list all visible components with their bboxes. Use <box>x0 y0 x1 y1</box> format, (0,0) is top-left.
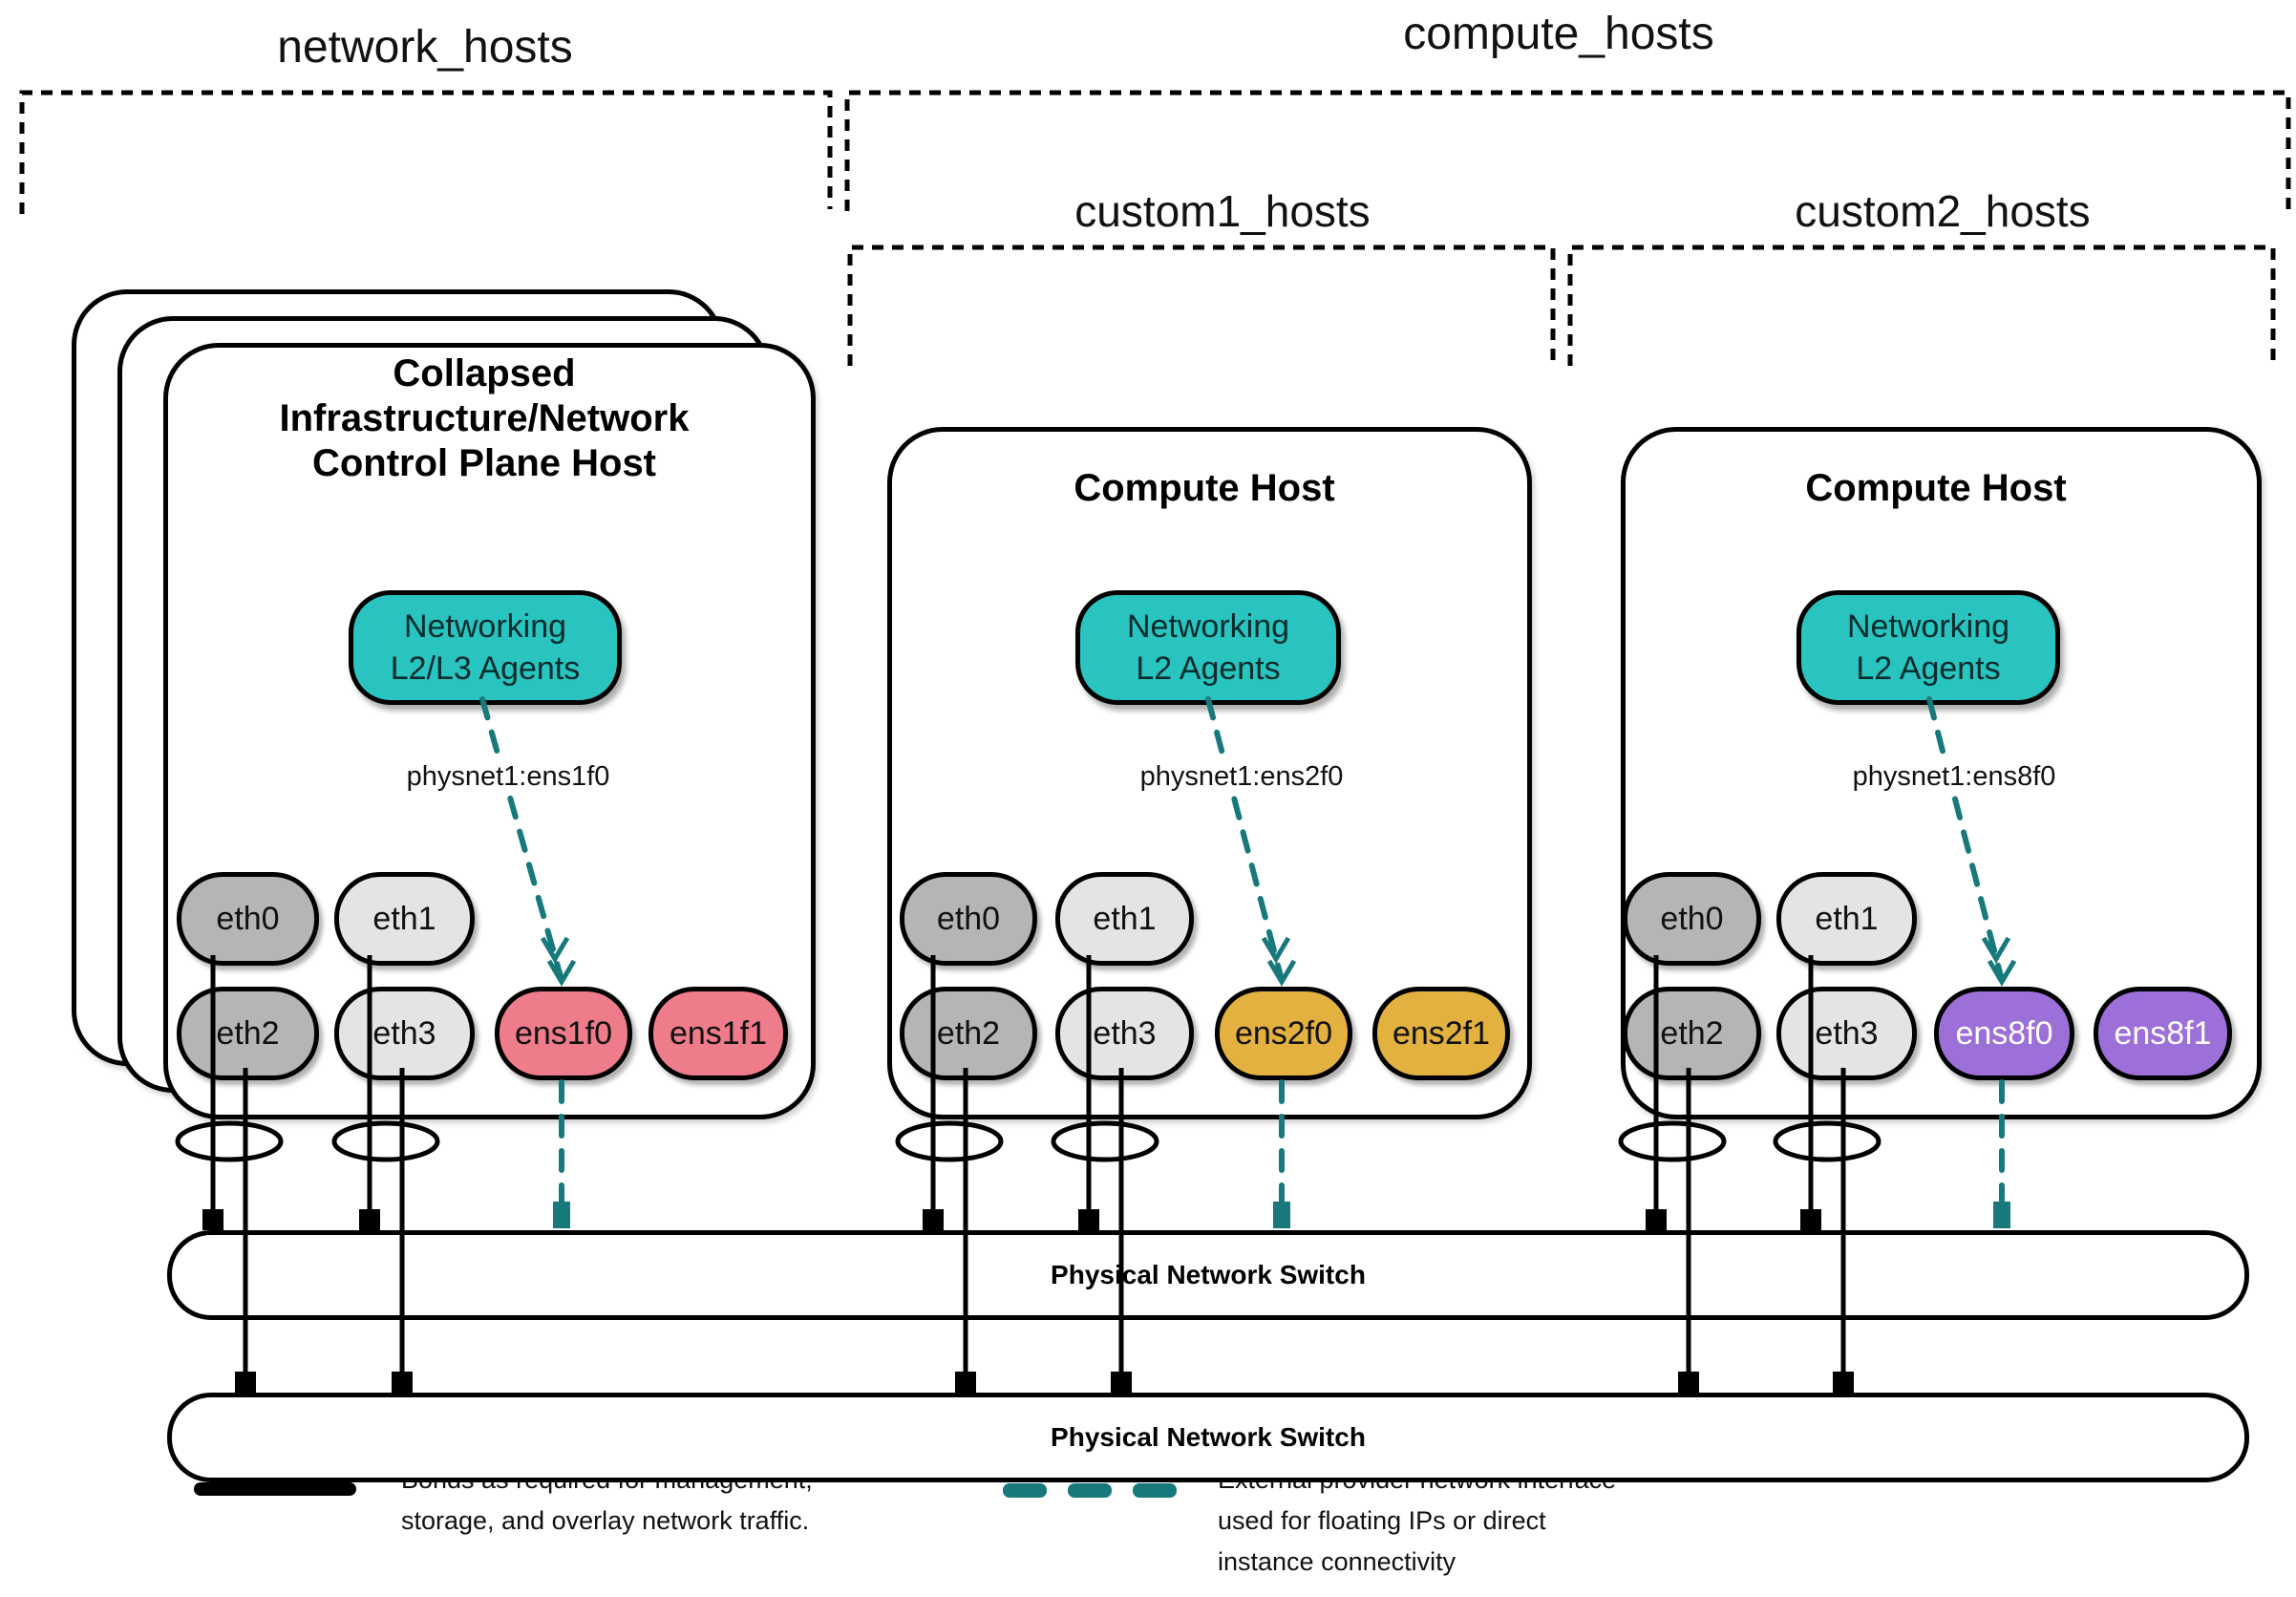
nic-pill-h1-ens2f0: ens2f0 <box>1215 987 1352 1080</box>
connector-square <box>202 1209 223 1230</box>
bond-ellipse <box>895 1120 1004 1162</box>
legend-provider-dash-swatch <box>1133 1483 1177 1498</box>
physical-network-switch-2: Physical Network Switch <box>167 1393 2249 1482</box>
nic-pill-h0-eth2: eth2 <box>177 987 319 1080</box>
connector-square <box>1800 1209 1821 1230</box>
nic-pill-h2-ens8f0: ens8f0 <box>1934 987 2074 1080</box>
legend-line: storage, and overlay network traffic. <box>401 1506 810 1535</box>
bond-ellipse <box>331 1120 440 1162</box>
nic-pill-h0-eth3: eth3 <box>334 987 475 1080</box>
group-label-custom1-hosts: custom1_hosts <box>1074 186 1371 236</box>
nic-pill-h0-ens1f1: ens1f1 <box>648 987 788 1080</box>
nic-pill-h1-eth3: eth3 <box>1055 987 1194 1080</box>
connector-square <box>1833 1372 1854 1393</box>
provider-connector-square <box>1273 1202 1290 1228</box>
agent-box-l2-host2: Networking L2 Agents <box>1796 590 2060 705</box>
connector-square <box>392 1372 413 1393</box>
agent-line: Networking <box>1126 608 1290 645</box>
network-hosts-bracket <box>19 90 833 214</box>
connector-square <box>955 1372 976 1393</box>
agent-box-l2l3: Networking L2/L3 Agents <box>349 590 622 705</box>
connector-square <box>359 1209 380 1230</box>
connector-square <box>235 1372 256 1393</box>
agent-line: L2/L3 Agents <box>390 650 581 687</box>
agent-line: Networking <box>1846 608 2010 645</box>
nic-pill-h1-eth2: eth2 <box>900 987 1037 1080</box>
nic-pill-h0-ens1f0: ens1f0 <box>495 987 632 1080</box>
group-label-network-hosts: network_hosts <box>277 22 573 73</box>
legend-bond-line-swatch <box>194 1482 356 1496</box>
compute-host-1-title: Compute Host <box>918 466 1491 511</box>
nic-pill-h1-ens2f1: ens2f1 <box>1372 987 1510 1080</box>
bond-ellipse <box>1773 1120 1881 1162</box>
nic-pill-h2-eth0: eth0 <box>1623 872 1761 966</box>
nic-pill-h0-eth1: eth1 <box>334 872 475 966</box>
agent-line: L2 Agents <box>1856 650 2001 687</box>
legend-line: instance connectivity <box>1218 1547 1456 1576</box>
title-line: Control Plane Host <box>311 442 657 484</box>
title-line: Infrastructure/Network <box>279 397 690 439</box>
physnet-label-h1: physnet1:ens2f0 <box>1130 759 1353 795</box>
group-label-custom2-hosts: custom2_hosts <box>1795 186 2091 236</box>
provider-connector-square <box>1993 1202 2010 1228</box>
connector-square <box>1678 1372 1699 1393</box>
title-line: Compute Host <box>1074 467 1335 509</box>
physical-network-switch-1-label: Physical Network Switch <box>1051 1260 1366 1289</box>
nic-pill-h2-ens8f1: ens8f1 <box>2094 987 2232 1080</box>
connector-square <box>1111 1372 1132 1393</box>
compute-host-2-title: Compute Host <box>1649 466 2222 511</box>
custom2-hosts-bracket <box>1567 245 2276 366</box>
agent-box-l2-host1: Networking L2 Agents <box>1075 590 1341 705</box>
nic-pill-h1-eth0: eth0 <box>900 872 1037 966</box>
physnet-label-h2: physnet1:ens8f0 <box>1842 759 2066 795</box>
physnet-label-h0: physnet1:ens1f0 <box>396 759 620 795</box>
legend-provider-dash-swatch <box>1068 1483 1112 1498</box>
provider-connector-square <box>553 1202 570 1228</box>
nic-pill-h2-eth3: eth3 <box>1776 987 1917 1080</box>
title-line: Compute Host <box>1805 467 2067 509</box>
agent-line: L2 Agents <box>1136 650 1281 687</box>
nic-pill-h0-eth0: eth0 <box>177 872 319 966</box>
connector-square <box>1646 1209 1667 1230</box>
physical-network-switch-2-label: Physical Network Switch <box>1051 1422 1366 1452</box>
agent-line: Networking <box>403 608 567 645</box>
bond-ellipse <box>1618 1120 1727 1162</box>
custom1-hosts-bracket <box>847 245 1556 366</box>
control-plane-host-title: Collapsed Infrastructure/Network Control… <box>179 351 790 486</box>
nic-pill-h1-eth1: eth1 <box>1055 872 1194 966</box>
bond-ellipse <box>175 1120 284 1162</box>
group-label-compute-hosts: compute_hosts <box>1403 9 1714 59</box>
connector-square <box>923 1209 944 1230</box>
physical-network-switch-1: Physical Network Switch <box>167 1230 2249 1320</box>
legend-line: used for floating IPs or direct <box>1218 1506 1546 1535</box>
connector-square <box>1078 1209 1099 1230</box>
bond-ellipse <box>1051 1120 1159 1162</box>
nic-pill-h2-eth1: eth1 <box>1776 872 1917 966</box>
legend-provider-dash-swatch <box>1003 1483 1047 1498</box>
title-line: Collapsed <box>393 352 576 394</box>
nic-pill-h2-eth2: eth2 <box>1623 987 1761 1080</box>
